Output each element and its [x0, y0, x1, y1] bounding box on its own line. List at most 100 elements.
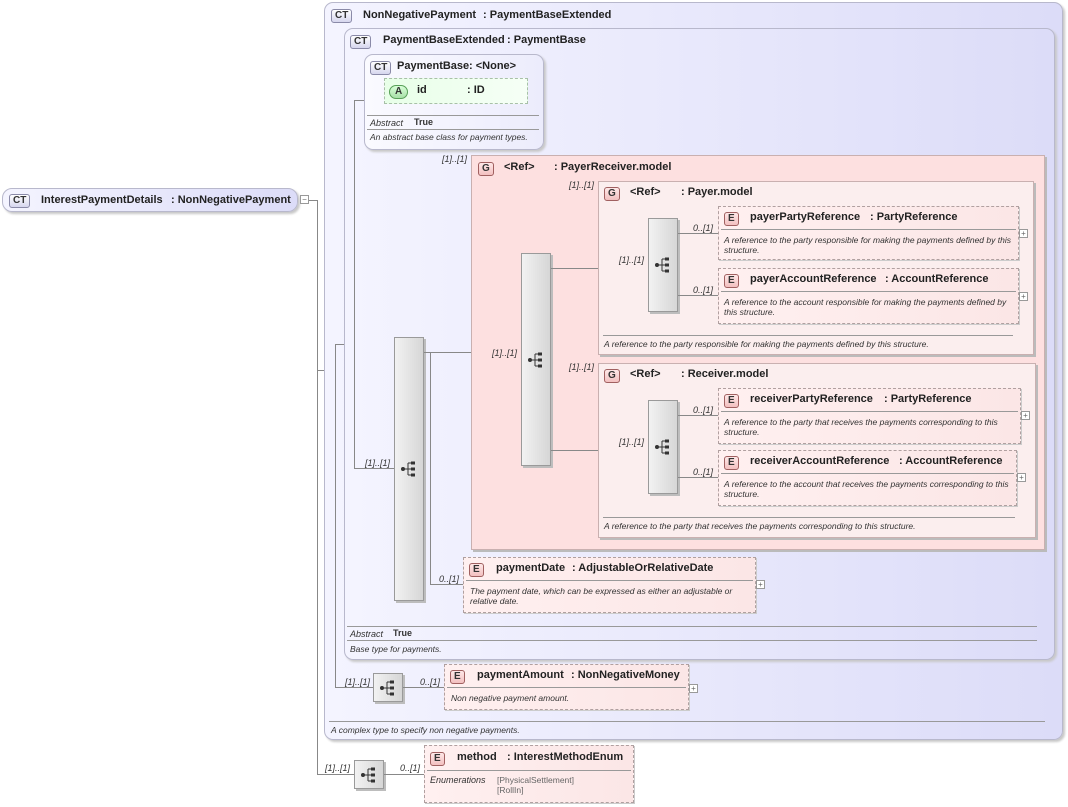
- method-type: : InterestMethodEnum: [507, 751, 624, 763]
- payer-party-reference[interactable]: E payerPartyReference : PartyReference A…: [718, 206, 1019, 260]
- element-badge-icon: E: [724, 456, 739, 470]
- receiver-account-type: : AccountReference: [899, 455, 1003, 467]
- sequence-icon: [655, 257, 669, 273]
- receiver-sequence[interactable]: [648, 400, 678, 494]
- attribute-badge-icon: A: [389, 85, 409, 99]
- ct-badge-icon: CT: [331, 9, 353, 23]
- element-badge-icon: E: [724, 212, 739, 226]
- expand-icon[interactable]: +: [1021, 411, 1030, 420]
- main-sequence[interactable]: [394, 337, 424, 601]
- receiver-party-type: : PartyReference: [884, 393, 972, 405]
- ct1-doc: A complex type to specify non negative p…: [331, 725, 520, 735]
- payer-group-ref: <Ref>: [630, 186, 661, 198]
- payment-amount-type: : NonNegativeMoney: [571, 669, 680, 681]
- payer-account-reference[interactable]: E payerAccountReference : AccountReferen…: [718, 268, 1019, 324]
- ct-badge-icon: CT: [9, 194, 31, 208]
- receiver-group-ref: <Ref>: [630, 368, 661, 380]
- method-sequence[interactable]: [354, 760, 384, 789]
- element-badge-icon: E: [450, 670, 465, 684]
- receiver-account-card: 0..[1]: [693, 467, 714, 477]
- receiver-account-name: receiverAccountReference: [750, 455, 890, 467]
- amount-sequence[interactable]: [373, 673, 403, 702]
- element-badge-icon: E: [724, 394, 739, 408]
- ct2-type: : PaymentBase: [507, 34, 586, 46]
- seq-method-card: [1]..[1]: [325, 763, 351, 773]
- expand-icon[interactable]: +: [756, 580, 765, 589]
- payer-account-card: 0..[1]: [693, 285, 714, 295]
- payer-party-type: : PartyReference: [870, 211, 958, 223]
- payment-date-card: 0..[1]: [439, 574, 460, 584]
- payment-date-doc: The payment date, which can be expressed…: [470, 586, 733, 606]
- payer-group-card: [1]..[1]: [569, 180, 595, 190]
- root-type-box[interactable]: CT InterestPaymentDetails : NonNegativeP…: [2, 188, 298, 212]
- receiver-account-reference[interactable]: E receiverAccountReference : AccountRefe…: [718, 450, 1017, 506]
- sequence-icon: [528, 352, 542, 367]
- payer-account-doc: A reference to the account responsible f…: [724, 297, 1007, 317]
- receiver-party-card: 0..[1]: [693, 405, 714, 415]
- ct3-abstract-value: True: [414, 117, 434, 127]
- pr-group-card: [1]..[1]: [442, 154, 468, 164]
- payer-party-card: 0..[1]: [693, 223, 714, 233]
- ct3-doc: An abstract base class for payment types…: [370, 132, 528, 142]
- payer-account-type: : AccountReference: [885, 273, 989, 285]
- ct2-abstract-value: True: [393, 628, 413, 638]
- seq-receiver-card: [1]..[1]: [619, 437, 645, 447]
- receiver-group-doc: A reference to the party that receives t…: [604, 521, 916, 531]
- payment-date-name: paymentDate: [496, 562, 566, 574]
- receiver-account-doc: A reference to the account that receives…: [724, 479, 1009, 499]
- pr-sequence[interactable]: [521, 253, 551, 466]
- payer-sequence[interactable]: [648, 218, 678, 312]
- seq-amount-card: [1]..[1]: [345, 677, 371, 687]
- receiver-party-doc: A reference to the party that receives t…: [724, 417, 998, 437]
- root-name: InterestPaymentDetails: [41, 194, 163, 206]
- pr-group-type: : PayerReceiver.model: [554, 161, 672, 173]
- expand-icon[interactable]: +: [689, 684, 698, 693]
- method-enum-label: Enumerations: [430, 775, 486, 785]
- ct-badge-icon: CT: [370, 61, 392, 75]
- collapse-icon[interactable]: −: [300, 195, 309, 204]
- method-name: method: [457, 751, 497, 763]
- payer-account-name: payerAccountReference: [750, 273, 877, 285]
- pr-group-ref: <Ref>: [504, 161, 535, 173]
- seq-main-card: [1]..[1]: [365, 458, 391, 468]
- group-badge-icon: G: [604, 187, 620, 201]
- expand-icon[interactable]: +: [1019, 292, 1028, 301]
- root-type: : NonNegativePayment: [171, 194, 291, 206]
- sequence-icon: [655, 439, 669, 455]
- payer-group-type: : Payer.model: [681, 186, 753, 198]
- ct1-type: : PaymentBaseExtended: [483, 9, 612, 21]
- group-badge-icon: G: [478, 162, 494, 176]
- ct3-type: : <None>: [469, 60, 517, 72]
- payment-amount-name: paymentAmount: [477, 669, 564, 681]
- seq-pr-card: [1]..[1]: [492, 348, 518, 358]
- ct2-doc: Base type for payments.: [350, 644, 442, 654]
- element-badge-icon: E: [724, 274, 739, 288]
- method-element[interactable]: E method : InterestMethodEnum Enumeratio…: [424, 745, 634, 803]
- attribute-type: : ID: [467, 84, 485, 96]
- payment-amount-doc: Non negative payment amount.: [451, 693, 570, 703]
- receiver-party-reference[interactable]: E receiverPartyReference : PartyReferenc…: [718, 388, 1021, 444]
- payment-amount-card: 0..[1]: [420, 677, 441, 687]
- method-enum-0: [PhysicalSettlement]: [497, 775, 575, 785]
- receiver-group-type: : Receiver.model: [681, 368, 769, 380]
- ct3-name: PaymentBase: [397, 60, 470, 72]
- method-enum-1: [RollIn]: [497, 785, 524, 795]
- expand-icon[interactable]: +: [1017, 473, 1026, 482]
- seq-payer-card: [1]..[1]: [619, 255, 645, 265]
- receiver-group-card: [1]..[1]: [569, 362, 595, 372]
- payment-date[interactable]: E paymentDate : AdjustableOrRelativeDate…: [463, 557, 756, 613]
- ct2-name: PaymentBaseExtended: [383, 34, 505, 46]
- element-badge-icon: E: [469, 563, 484, 577]
- ct3-abstract-label: Abstract: [370, 118, 404, 128]
- sequence-icon: [361, 767, 375, 782]
- sequence-icon: [380, 680, 394, 695]
- payer-group-doc: A reference to the party responsible for…: [604, 339, 929, 349]
- group-badge-icon: G: [604, 369, 620, 383]
- attribute-name: id: [417, 84, 427, 96]
- method-card: 0..[1]: [400, 763, 421, 773]
- ct-badge-icon: CT: [350, 35, 372, 49]
- expand-icon[interactable]: +: [1019, 229, 1028, 238]
- sequence-icon: [401, 461, 415, 477]
- attribute-id-box[interactable]: A id : ID: [384, 78, 528, 104]
- payment-amount[interactable]: E paymentAmount : NonNegativeMoney Non n…: [444, 664, 689, 710]
